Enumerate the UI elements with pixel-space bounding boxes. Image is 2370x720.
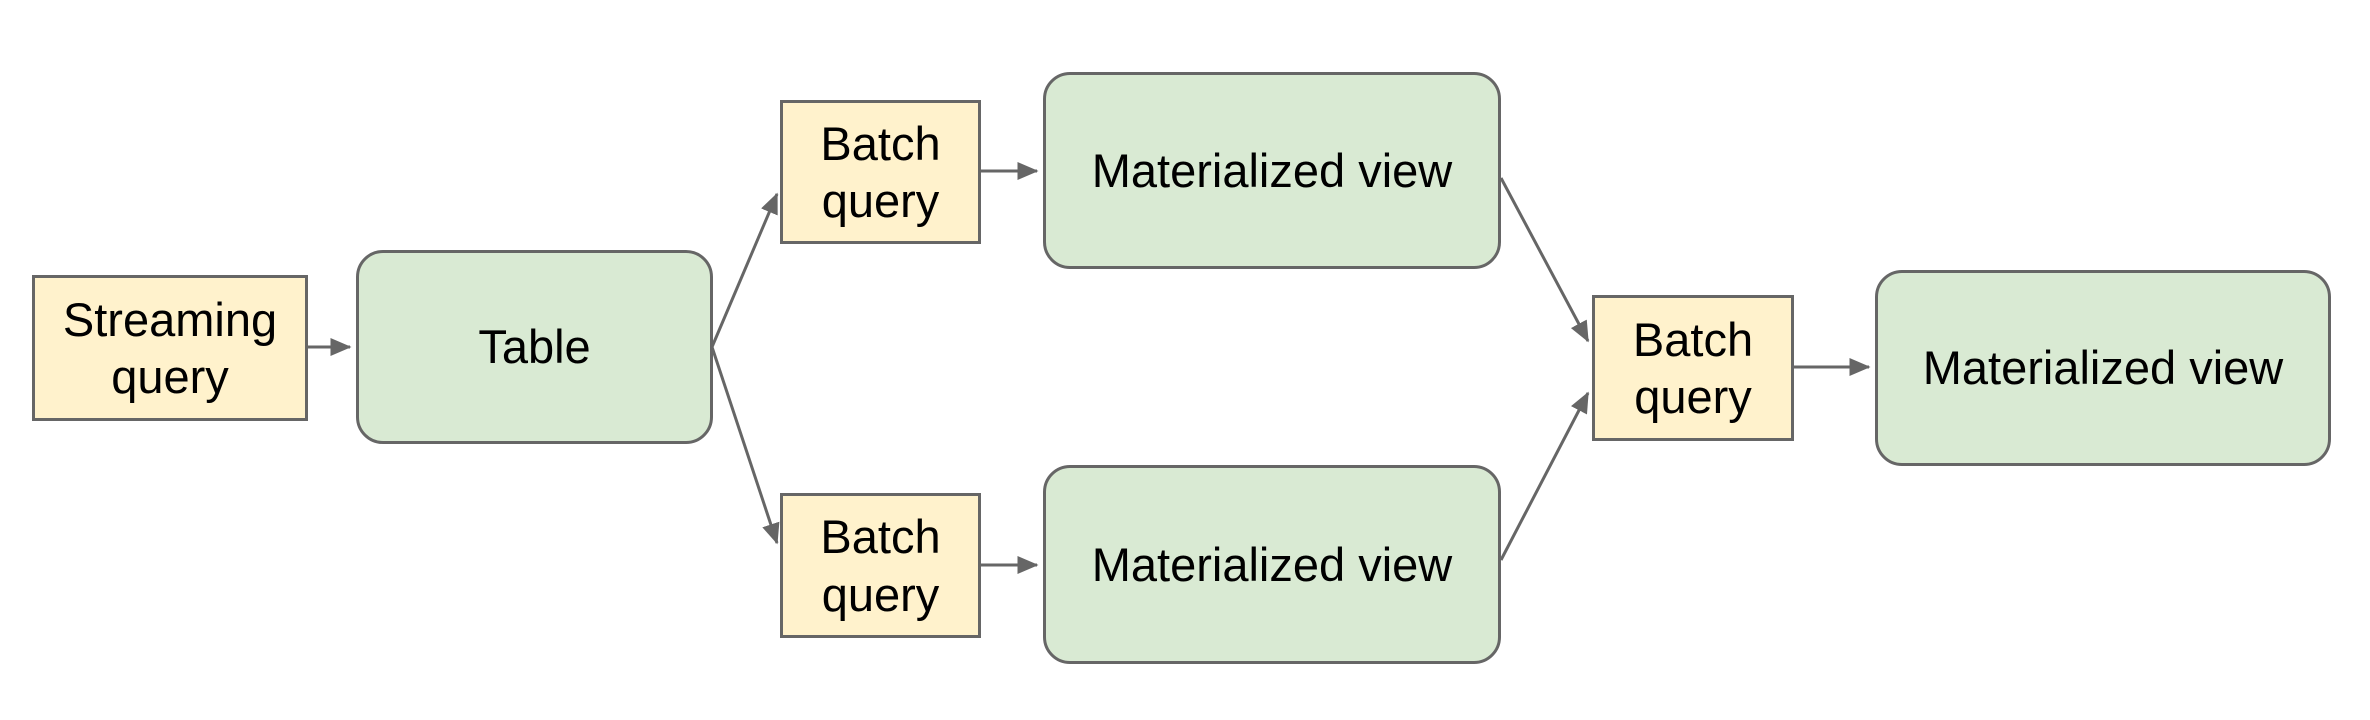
node-materialized-view-top: Materialized view <box>1043 72 1501 269</box>
node-streaming-query: Streaming query <box>32 275 308 421</box>
node-batch-query-bottom-label: Batch query <box>820 510 941 621</box>
node-table-label: Table <box>478 320 591 374</box>
edge-materialized-view-bottom-to-batch-query-final <box>1499 391 1590 561</box>
node-materialized-view-final-label: Materialized view <box>1922 341 2284 395</box>
node-materialized-view-final: Materialized view <box>1875 270 2331 466</box>
edge-materialized-view-top-to-batch-query-final <box>1499 177 1590 343</box>
edge-table-to-batch-query-top <box>710 192 779 348</box>
node-batch-query-bottom: Batch query <box>780 493 981 638</box>
node-batch-query-final: Batch query <box>1592 295 1794 441</box>
node-batch-query-top-label: Batch query <box>820 116 941 227</box>
node-table: Table <box>356 250 713 444</box>
node-batch-query-final-label: Batch query <box>1632 312 1754 423</box>
node-materialized-view-bottom: Materialized view <box>1043 465 1501 664</box>
node-materialized-view-bottom-label: Materialized view <box>1091 537 1453 591</box>
node-materialized-view-top-label: Materialized view <box>1091 143 1453 197</box>
node-streaming-query-label: Streaming query <box>62 292 278 403</box>
edge-table-to-batch-query-bottom <box>710 346 780 545</box>
node-batch-query-top: Batch query <box>780 100 981 244</box>
